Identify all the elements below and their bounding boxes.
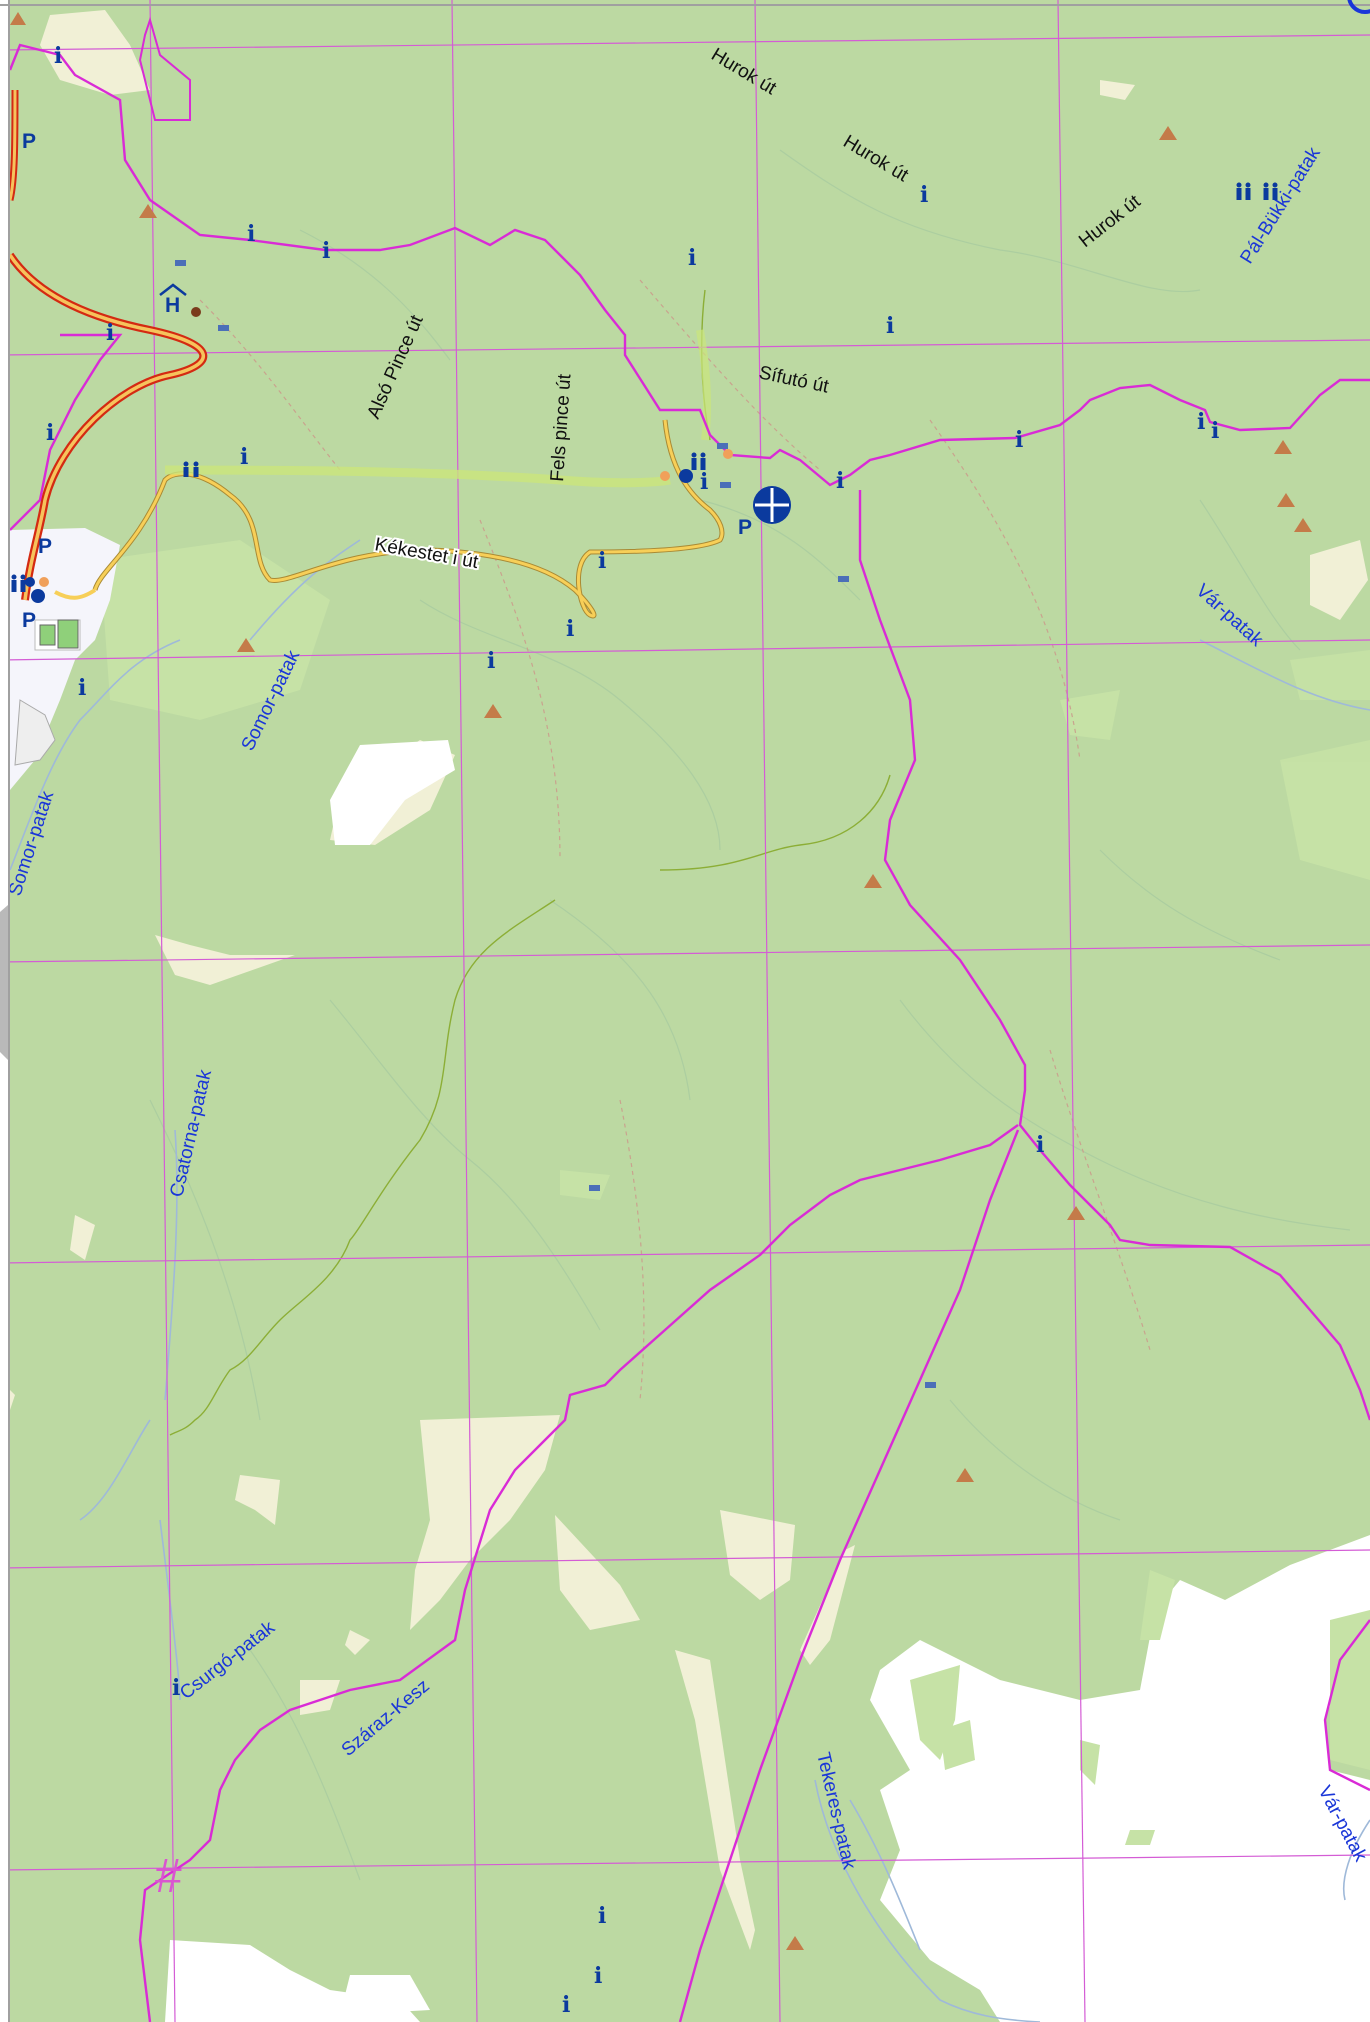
toilet-icon: [1263, 182, 1278, 200]
info-icon: i: [1211, 418, 1219, 444]
parking-icon: P: [38, 535, 52, 558]
picnic-bench-icon: [720, 482, 731, 488]
info-icon: i: [106, 320, 114, 346]
peak-triangle-icon: [864, 874, 882, 888]
info-icon: i: [920, 182, 928, 208]
info-icon: i: [46, 420, 54, 446]
info-icon: i: [54, 43, 62, 69]
toilet-icon: [183, 461, 199, 477]
toilet-markers: [11, 182, 1278, 592]
info-icon: i: [886, 313, 894, 339]
kekesteto-road: [54, 419, 725, 619]
info-icon: i: [172, 1675, 180, 1701]
picnic-bench-icon: [717, 443, 728, 449]
info-icon: i: [1197, 409, 1205, 435]
peak-triangle-icon: [1067, 1206, 1085, 1220]
picnic-markers: [175, 260, 936, 1388]
info-icon: i: [566, 616, 574, 642]
info-markers: i i i i i i i i i i i i i i i i i i i i …: [46, 43, 1219, 2018]
point-markers: [25, 449, 733, 603]
info-icon: i: [322, 238, 330, 264]
peak-triangle-icon: [237, 638, 255, 652]
cross-circle-landmark-icon: [753, 486, 791, 524]
peaks: [10, 12, 1312, 1950]
peak-triangle-icon: [1277, 493, 1295, 507]
peak-triangle-icon: [139, 204, 157, 218]
peak-triangle-icon: [10, 12, 26, 25]
main-road: [6, 89, 208, 601]
peak-triangle-icon: [1294, 518, 1312, 532]
info-icon: i: [240, 444, 248, 470]
picnic-bench-icon: [175, 260, 186, 266]
toilet-icon: [11, 574, 26, 592]
info-icon: i: [700, 469, 708, 495]
info-icon: i: [487, 648, 495, 674]
track-paths: [199, 279, 1151, 1401]
scrub-patches: [910, 1570, 1370, 1845]
info-icon: i: [594, 1963, 602, 1989]
toilet-icon: [1236, 182, 1251, 200]
info-icon: i: [78, 675, 86, 701]
parking-icon: P: [22, 609, 36, 632]
parking-icon: P: [22, 130, 36, 153]
contour-lines: [149, 149, 1351, 1881]
hotel-marker: H: [159, 283, 201, 317]
hash-marker-icon: #: [155, 1850, 182, 1903]
info-icon: i: [562, 1992, 570, 2018]
parking-icon: P: [738, 516, 752, 539]
info-icon: i: [598, 548, 606, 574]
peak-triangle-icon: [1274, 440, 1292, 454]
info-icon: i: [836, 468, 844, 494]
picnic-bench-icon: [218, 325, 229, 331]
parking-markers: P P P P: [22, 130, 752, 632]
info-icon: i: [598, 1903, 606, 1929]
side-panel-toggle[interactable]: [0, 905, 8, 1060]
info-icon: i: [688, 245, 696, 271]
picnic-bench-icon: [838, 576, 849, 582]
peak-triangle-icon: [484, 704, 502, 718]
picnic-bench-icon: [589, 1185, 600, 1191]
peak-triangle-icon: [786, 1936, 804, 1950]
svg-text:H: H: [165, 294, 180, 317]
picnic-bench-icon: [925, 1382, 936, 1388]
info-icon: i: [1036, 1132, 1044, 1158]
peak-triangle-icon: [1159, 126, 1177, 140]
light-forest-areas: [100, 540, 1370, 1200]
hotel-icon: [159, 283, 187, 296]
peak-triangle-icon: [956, 1468, 974, 1482]
info-icon: i: [247, 221, 255, 247]
corner-indicator: [1347, 0, 1370, 14]
open-areas: [165, 740, 1370, 2022]
toilet-icon: [691, 452, 706, 470]
info-icon: i: [1015, 427, 1023, 453]
streams: [9, 539, 1370, 2022]
